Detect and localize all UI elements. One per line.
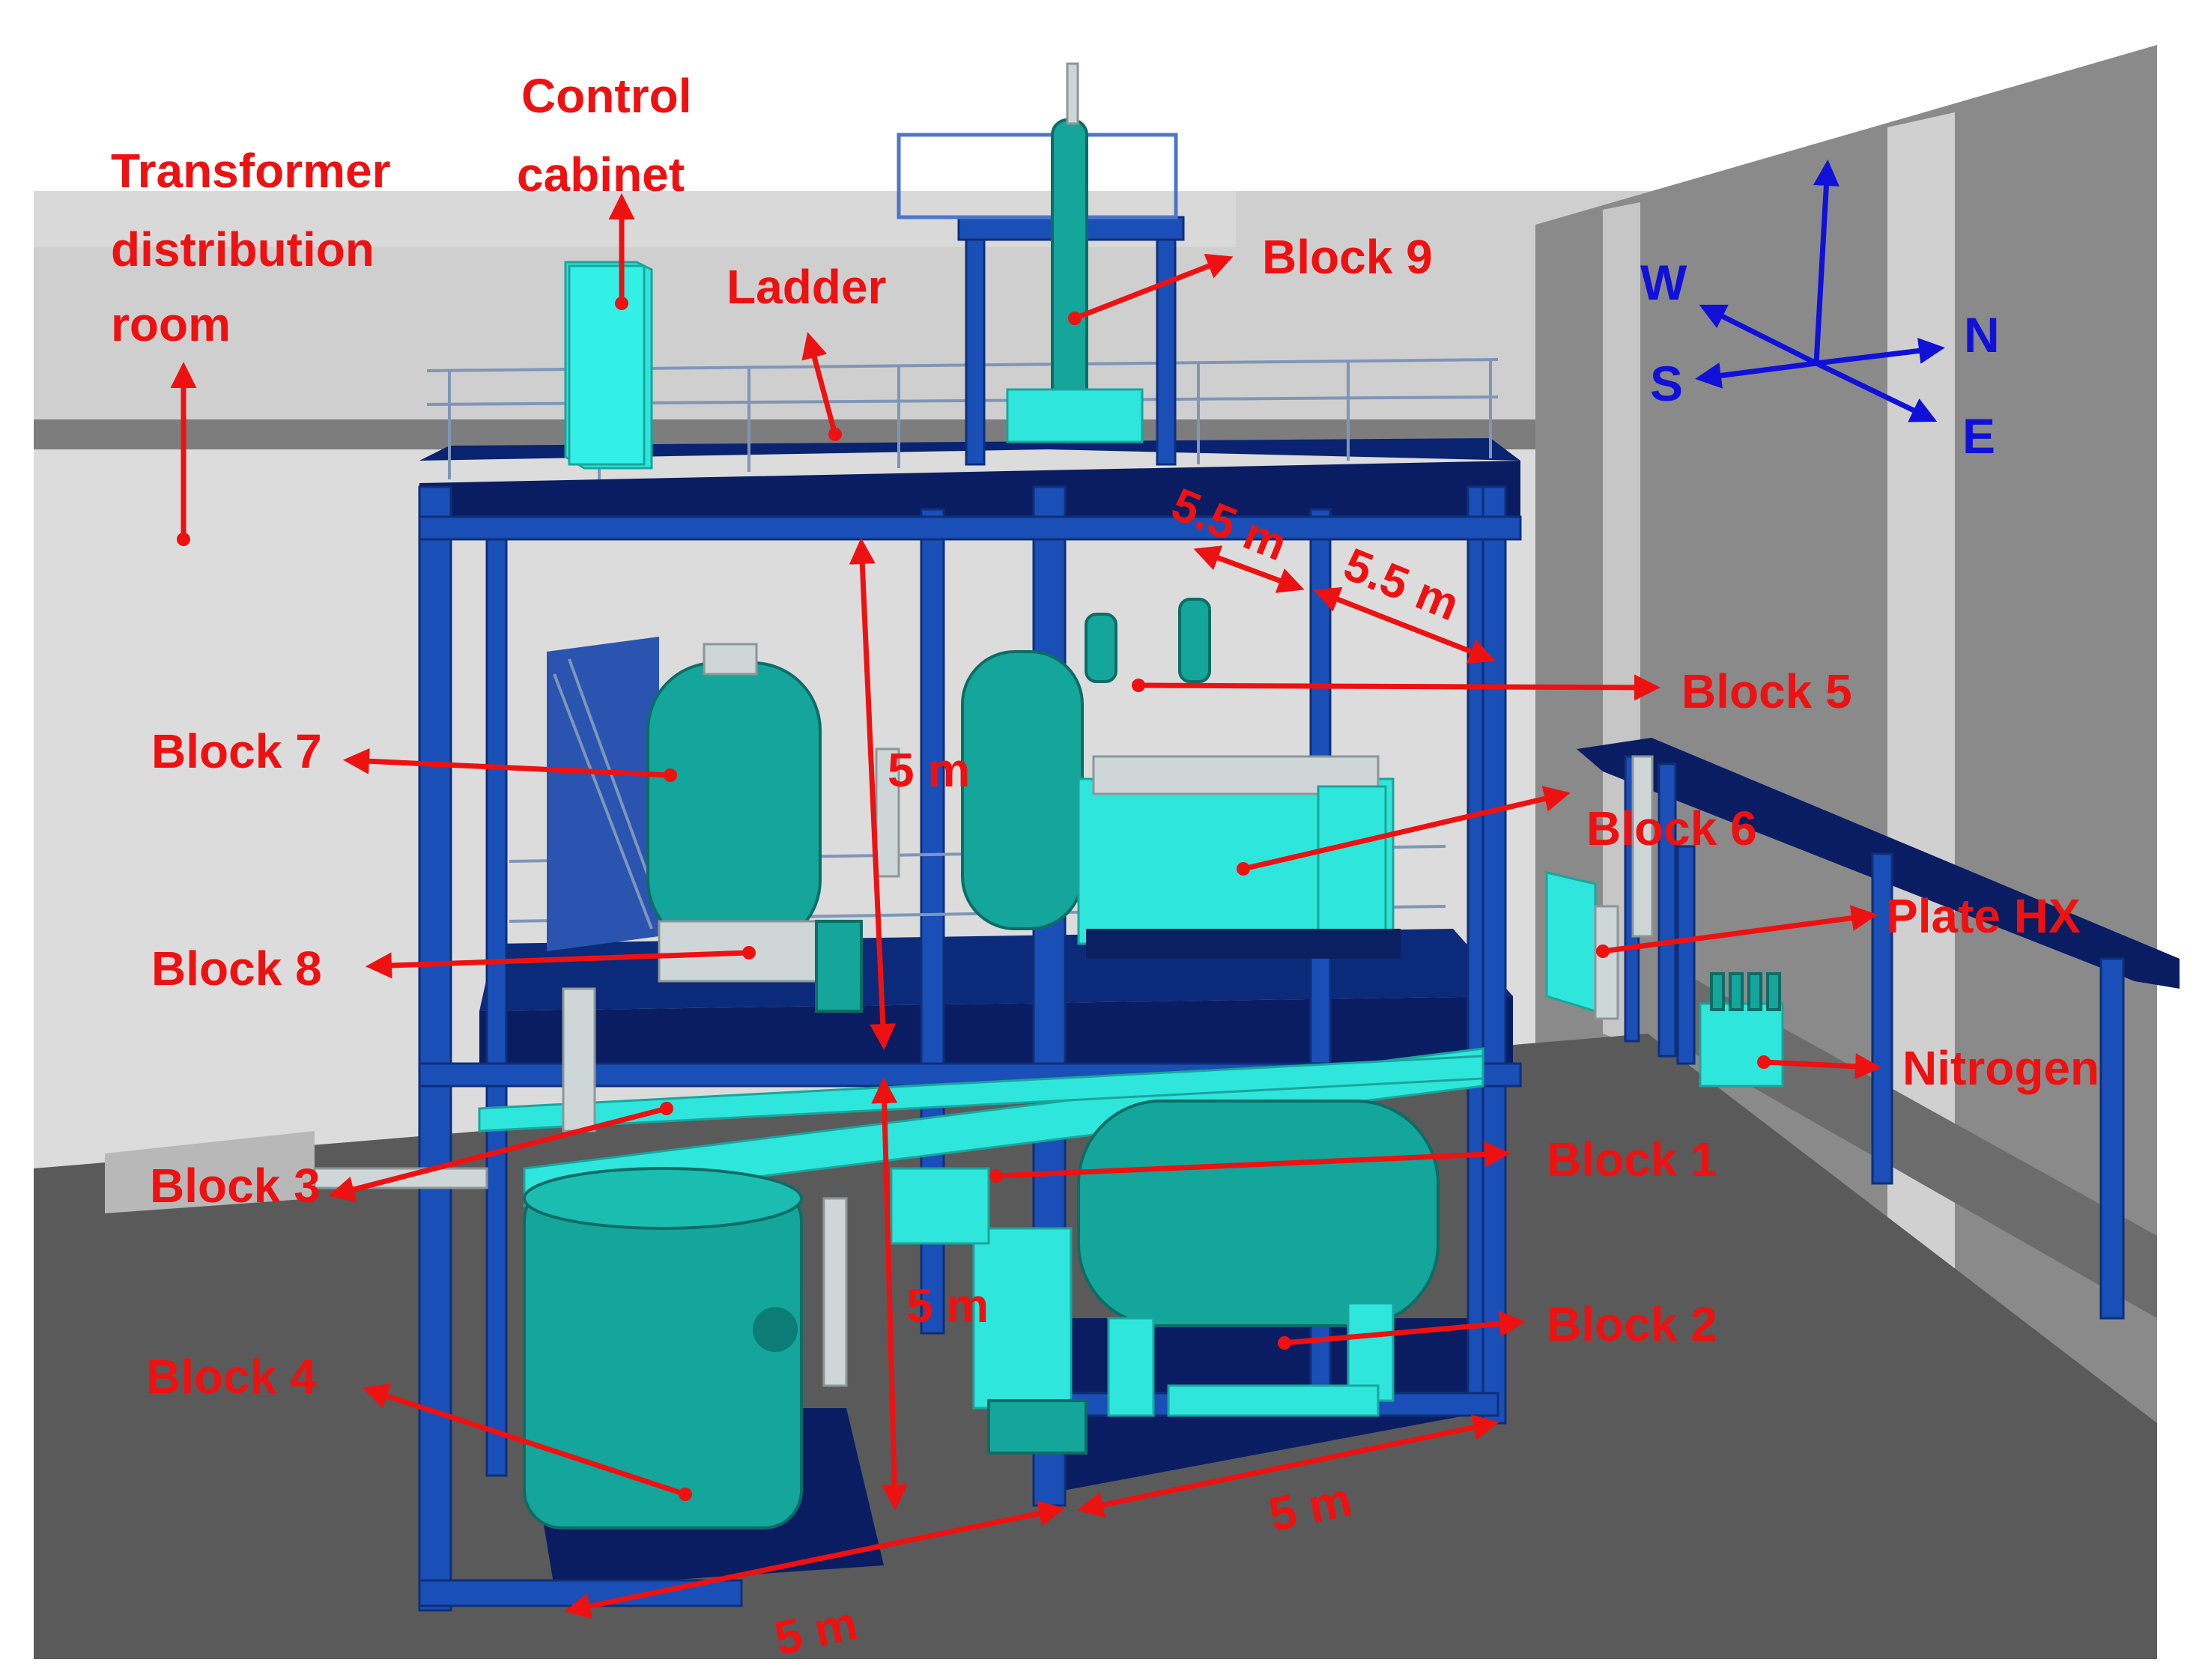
label-nitrogen: Nitrogen [1902, 1041, 2099, 1095]
arrow-block1 [995, 1141, 1511, 1179]
dim-text-lower-height: 5 m [906, 1279, 989, 1332]
label-block9: Block 9 [1262, 230, 1433, 284]
label-plate-hx: Plate HX [1886, 889, 2081, 943]
label-block5: Block 5 [1681, 664, 1852, 718]
plate-hx-unit [1545, 755, 1654, 1020]
label-transformer-2: distribution [111, 222, 374, 276]
arrow-ladder [801, 332, 838, 435]
arrow-block4 [362, 1383, 687, 1497]
compass-west-arrow [1699, 304, 1818, 366]
dim-top-b [1313, 586, 1496, 664]
callout-labels: Transformer distribution room Control ca… [111, 69, 2099, 1404]
compass-w: W [1640, 255, 1687, 310]
dimension-arrows [564, 538, 1499, 1619]
lower-equipment [313, 987, 1440, 1529]
dim-upper-height [849, 538, 897, 1050]
upper-equipment [547, 598, 1401, 1013]
label-block8: Block 8 [151, 941, 322, 995]
label-control-1: Control [521, 69, 692, 123]
dim-base-right [1077, 1414, 1499, 1518]
arrow-block8 [366, 950, 750, 979]
arrow-block6 [1243, 786, 1571, 872]
arrow-nitrogen [1763, 1053, 1881, 1080]
dim-top-a [1193, 545, 1305, 593]
compass-north-arrow [1816, 337, 1945, 366]
dim-text-upper-height: 5 m [888, 743, 970, 797]
nitrogen-bottles [1699, 972, 1784, 1088]
label-ladder: Ladder [727, 260, 886, 314]
label-block3: Block 3 [150, 1159, 321, 1213]
label-block2: Block 2 [1547, 1297, 1717, 1351]
label-transformer-3: room [111, 297, 231, 351]
block9-tower [897, 62, 1185, 466]
control-cabinet-unit [564, 261, 653, 470]
arrow-block7 [343, 747, 671, 778]
compass-e: E [1962, 408, 1995, 464]
dim-base-left [564, 1500, 1065, 1619]
compass-south-arrow [1695, 360, 1817, 389]
arrow-block3 [328, 1106, 667, 1202]
dim-lower-height [871, 1077, 908, 1511]
arrow-block5 [1138, 674, 1660, 701]
compass-s: S [1650, 356, 1683, 411]
compass-up-arrow [1813, 160, 1839, 364]
arrow-block9 [1073, 253, 1234, 321]
label-block1: Block 1 [1547, 1132, 1717, 1186]
label-control-2: cabinet [517, 148, 685, 201]
label-transformer-1: Transformer [111, 144, 390, 198]
compass: W N S E [1640, 160, 2000, 464]
label-block6: Block 6 [1586, 801, 1757, 855]
arrow-plate-hx [1602, 905, 1878, 954]
arrow-block2 [1284, 1311, 1526, 1346]
label-block4: Block 4 [146, 1350, 317, 1404]
leader-arrows [170, 193, 1881, 1501]
compass-east-arrow [1815, 360, 1938, 422]
compass-n: N [1964, 307, 2000, 363]
label-block7: Block 7 [151, 724, 322, 778]
